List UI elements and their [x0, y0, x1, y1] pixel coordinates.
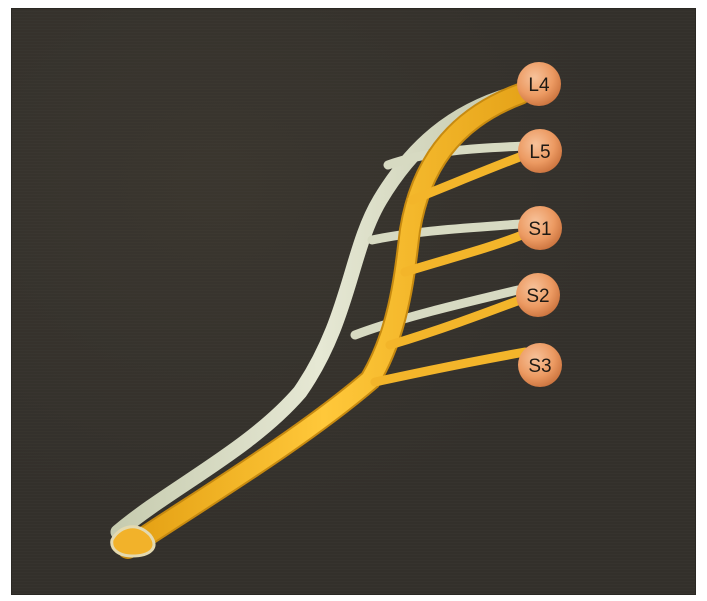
grey-branch-s1 — [372, 224, 520, 240]
root-S2: S2 — [516, 273, 560, 317]
root-L5: L5 — [518, 129, 562, 173]
root-label: S3 — [528, 356, 551, 377]
root-label: L5 — [529, 142, 550, 163]
root-L4: L4 — [517, 62, 561, 106]
nerve-end — [112, 527, 154, 556]
yellow-branch-s1 — [405, 235, 522, 272]
root-label: S1 — [528, 219, 551, 240]
peroneal-division — [118, 92, 525, 532]
root-label: L4 — [528, 75, 550, 96]
root-label: S2 — [526, 286, 549, 307]
grey-trunk — [118, 92, 520, 532]
yellow-branch-s3 — [375, 352, 525, 382]
root-S3: S3 — [518, 343, 562, 387]
root-S1: S1 — [518, 206, 562, 250]
